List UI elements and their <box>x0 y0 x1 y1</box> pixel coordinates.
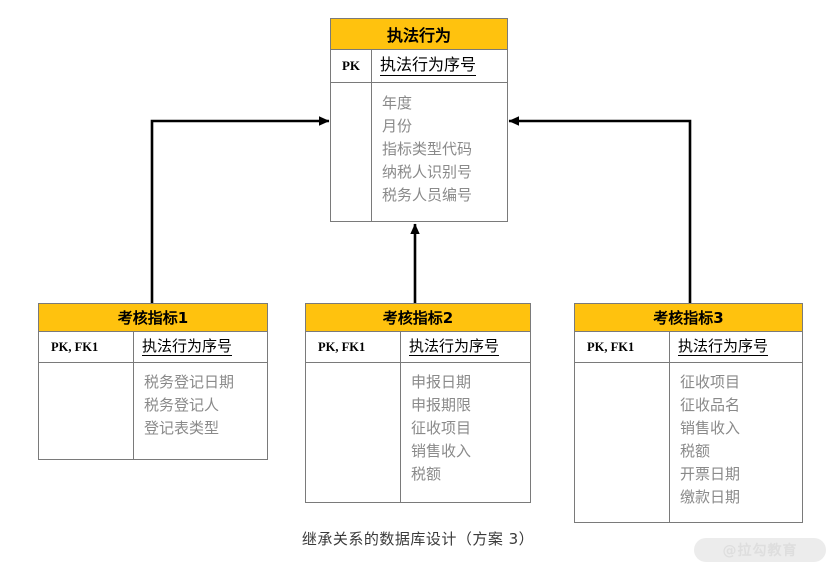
attribute-item: 缴款日期 <box>680 488 741 506</box>
attribute-item: 征收品名 <box>680 396 741 414</box>
connector-child3 <box>508 116 692 303</box>
attribute-item: 税额 <box>680 442 711 460</box>
attribute-item: 销售收入 <box>411 442 472 460</box>
key-name-child2: 执法行为序号 <box>409 336 500 357</box>
entity-attrs-child1: 税务登记日期 税务登记人 登记表类型 <box>39 363 267 459</box>
entity-key-row-child3: PK, FK1 执法行为序号 <box>575 332 802 363</box>
attribute-item: 税务登记人 <box>144 396 220 414</box>
entity-key-row-child2: PK, FK1 执法行为序号 <box>306 332 530 363</box>
key-tag-pk-fk: PK, FK1 <box>575 332 670 362</box>
entity-attrs-child2: 申报日期 申报期限 征收项目 销售收入 税额 <box>306 363 530 502</box>
attribute-item: 年度 <box>382 94 413 112</box>
attribute-list-parent: 年度 月份 指标类型代码 纳税人识别号 税务人员编号 <box>372 83 472 221</box>
entity-box-child2[interactable]: 考核指标2 PK, FK1 执法行为序号 申报日期 申报期限 征收项目 销售收入… <box>305 303 531 503</box>
diagram-caption: 继承关系的数据库设计（方案 3） <box>301 530 535 548</box>
key-tag-pk-fk: PK, FK1 <box>306 332 401 362</box>
entity-box-child3[interactable]: 考核指标3 PK, FK1 执法行为序号 征收项目 征收品名 销售收入 税额 开… <box>574 303 803 523</box>
attr-gutter <box>306 363 401 502</box>
connector-child1 <box>150 116 330 303</box>
entity-box-parent[interactable]: 执法行为 PK 执法行为序号 年度 月份 指标类型代码 纳税人识别号 税务人员编… <box>330 18 508 222</box>
entity-title-child1: 考核指标1 <box>39 304 267 332</box>
entity-key-row-parent: PK 执法行为序号 <box>331 50 507 83</box>
entity-title-child2: 考核指标2 <box>306 304 530 332</box>
key-name-child1: 执法行为序号 <box>142 336 233 357</box>
entity-key-row-child1: PK, FK1 执法行为序号 <box>39 332 267 363</box>
attribute-item: 月份 <box>382 117 413 135</box>
attribute-list-child3: 征收项目 征收品名 销售收入 税额 开票日期 缴款日期 <box>670 363 740 522</box>
entity-title-parent: 执法行为 <box>331 19 507 50</box>
attribute-item: 申报日期 <box>411 373 472 391</box>
attr-gutter <box>331 83 372 221</box>
attribute-list-child1: 税务登记日期 税务登记人 登记表类型 <box>134 363 234 459</box>
attribute-item: 登记表类型 <box>144 419 220 437</box>
attribute-item: 征收项目 <box>411 419 472 437</box>
attribute-item: 税务人员编号 <box>382 186 473 204</box>
key-name-child3: 执法行为序号 <box>678 336 769 357</box>
key-name-parent: 执法行为序号 <box>380 55 477 76</box>
attribute-item: 申报期限 <box>411 396 472 414</box>
attribute-item: 征收项目 <box>680 373 741 391</box>
entity-attrs-child3: 征收项目 征收品名 销售收入 税额 开票日期 缴款日期 <box>575 363 802 522</box>
attr-gutter <box>575 363 670 522</box>
attribute-list-child2: 申报日期 申报期限 征收项目 销售收入 税额 <box>401 363 471 502</box>
attribute-item: 税务登记日期 <box>144 373 235 391</box>
entity-title-child3: 考核指标3 <box>575 304 802 332</box>
entity-box-child1[interactable]: 考核指标1 PK, FK1 执法行为序号 税务登记日期 税务登记人 登记表类型 <box>38 303 268 460</box>
key-tag-pk: PK <box>331 50 372 82</box>
entity-attrs-parent: 年度 月份 指标类型代码 纳税人识别号 税务人员编号 <box>331 83 507 221</box>
attribute-item: 开票日期 <box>680 465 741 483</box>
watermark-badge: @拉勾教育 <box>694 538 826 562</box>
attribute-item: 税额 <box>411 465 442 483</box>
attribute-item: 指标类型代码 <box>382 140 473 158</box>
key-tag-pk-fk: PK, FK1 <box>39 332 134 362</box>
attribute-item: 纳税人识别号 <box>382 163 473 181</box>
attr-gutter <box>39 363 134 459</box>
attribute-item: 销售收入 <box>680 419 741 437</box>
